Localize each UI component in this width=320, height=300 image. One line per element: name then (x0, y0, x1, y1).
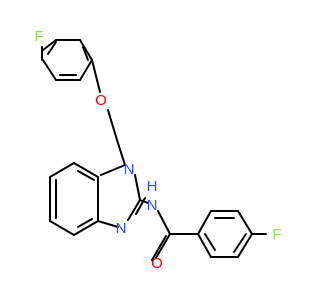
bond (107, 109, 118, 141)
bond (237, 210, 253, 235)
bond (197, 210, 212, 235)
bond (77, 218, 93, 228)
bond (42, 59, 57, 81)
atom-labels: F O N N H N O F (34, 28, 281, 272)
bond (197, 233, 212, 258)
bond (79, 39, 93, 61)
nitrogen-atom-label: N (116, 220, 127, 237)
bond (155, 233, 171, 259)
bond (116, 139, 126, 166)
carbonyl-oxygen-label: O (151, 255, 163, 272)
bond (127, 199, 141, 221)
molecule-structure: F O N N H N O F (34, 28, 281, 272)
bonds (41, 39, 267, 261)
bond (157, 210, 171, 235)
bond (49, 220, 75, 236)
bond (134, 174, 141, 201)
bond (82, 46, 89, 61)
bond (79, 59, 93, 81)
bond (47, 41, 57, 55)
bond (204, 233, 216, 251)
bond (73, 162, 99, 178)
bond (151, 235, 167, 261)
bond (139, 199, 149, 204)
molecule-canvas: F O N N H N O F (34, 27, 282, 272)
bond (42, 39, 57, 51)
bond (97, 220, 119, 228)
bond (91, 59, 101, 93)
fluorine-atom-label: F (34, 28, 43, 45)
amide-nitrogen-label: N (147, 197, 158, 214)
bond (77, 170, 95, 181)
bond (237, 233, 253, 258)
bond (233, 233, 247, 253)
bond (49, 162, 75, 178)
hydrogen-atom-label: H (147, 178, 158, 195)
bond (73, 220, 99, 236)
bond (100, 164, 126, 176)
oxygen-atom-label: O (95, 92, 107, 109)
fluorine-atom-label: F (272, 226, 281, 243)
nitrogen-atom-label: N (124, 161, 135, 178)
